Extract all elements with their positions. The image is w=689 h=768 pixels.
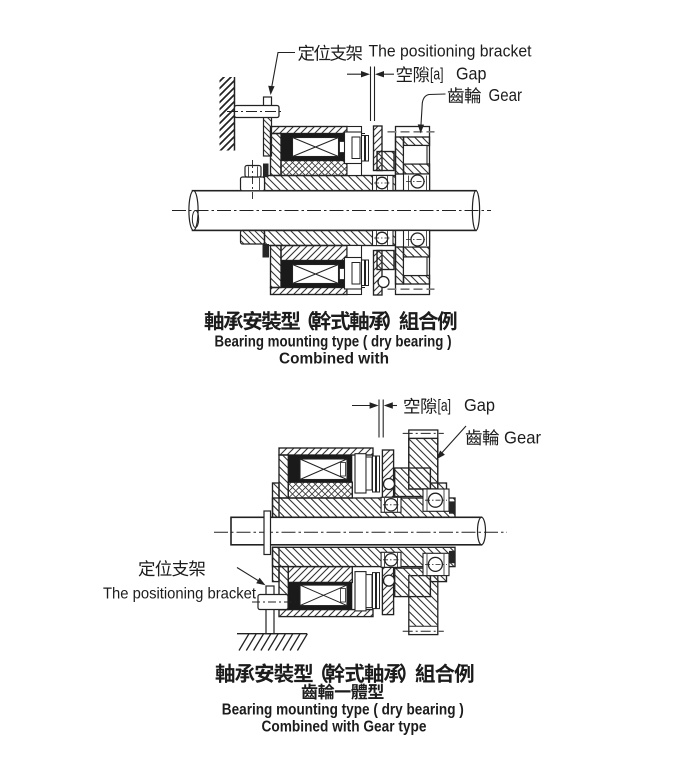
svg-text:The positioning bracket: The positioning bracket: [369, 42, 532, 61]
svg-text:The positioning bracket: The positioning bracket: [103, 586, 257, 603]
svg-text:Combined with: Combined with: [279, 351, 389, 368]
svg-text:Combined with Gear type: Combined with Gear type: [262, 719, 427, 736]
svg-text:Gap: Gap: [464, 395, 495, 415]
svg-text:Gear: Gear: [489, 85, 523, 105]
svg-text:[a]: [a]: [430, 65, 444, 84]
svg-text:Bearing mounting type ( dry be: Bearing mounting type ( dry bearing ): [222, 702, 464, 719]
svg-text:Gear: Gear: [504, 428, 541, 448]
svg-text:Gap: Gap: [456, 64, 487, 84]
svg-text:Bearing mounting type ( dry be: Bearing mounting type ( dry bearing ): [215, 334, 452, 351]
svg-text:[a]: [a]: [438, 396, 452, 415]
